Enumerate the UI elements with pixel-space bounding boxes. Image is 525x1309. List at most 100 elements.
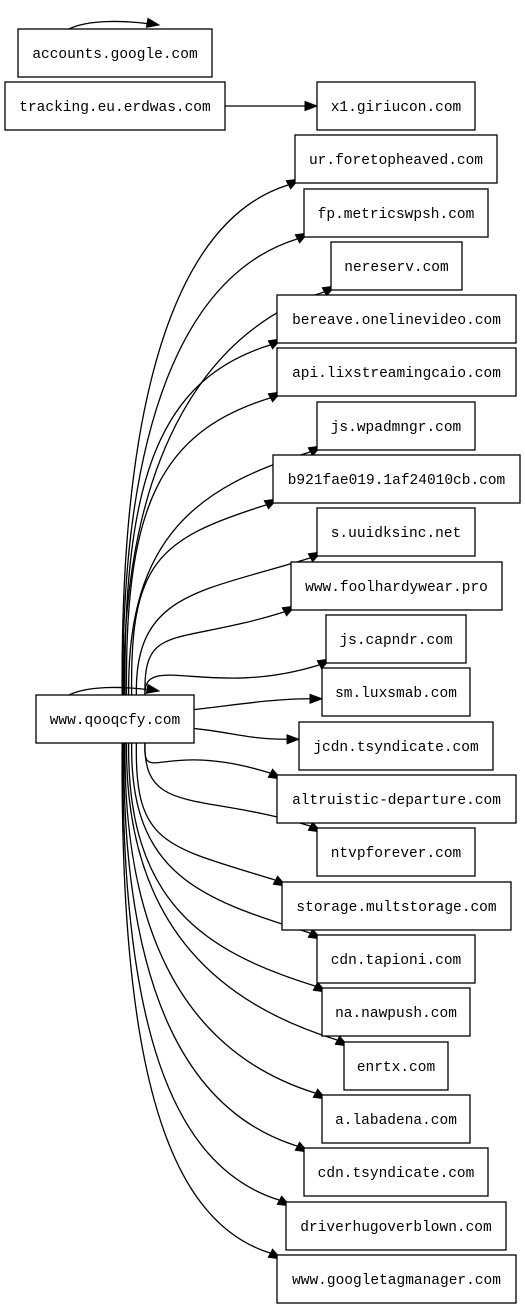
node-box (316, 827, 476, 877)
edge-line (193, 698, 311, 711)
node-cdn-tsyndicate[interactable]: cdn.tsyndicate.com (303, 1147, 489, 1197)
node-storage[interactable]: storage.multstorage.com (281, 881, 512, 931)
node-enrtx[interactable]: enrtx.com (343, 1041, 449, 1091)
node-js-wpadmngr[interactable]: js.wpadmngr.com (316, 401, 476, 451)
node-box (316, 507, 476, 557)
node-bereave[interactable]: bereave.onelinevideo.com (276, 294, 517, 344)
node-label: www.qooqcfy.com (50, 713, 181, 729)
edge-line (127, 451, 311, 696)
node-driverhugo[interactable]: driverhugoverblown.com (285, 1201, 507, 1251)
edge-line (123, 742, 298, 1147)
edge-arrowhead (145, 683, 161, 694)
edge-line (144, 742, 271, 774)
edge-arrowhead (309, 693, 324, 705)
edge-www-qooqcfy-to-altruistic (144, 742, 283, 780)
node-label: cdn.tsyndicate.com (318, 1166, 475, 1182)
edge-arrowhead (286, 734, 301, 745)
node-label: www.googletagmanager.com (292, 1273, 501, 1289)
edge-line (127, 742, 316, 987)
node-label: na.nawpush.com (335, 1006, 457, 1022)
edge-line (125, 742, 338, 1041)
node-js-capndr[interactable]: js.capndr.com (325, 614, 467, 664)
node-label: storage.multstorage.com (296, 900, 496, 916)
node-foolhardy[interactable]: www.foolhardywear.pro (290, 561, 503, 611)
node-api[interactable]: api.lixstreamingcaio.com (276, 347, 517, 397)
edge-www-qooqcfy-to-www-qooqcfy (68, 683, 161, 696)
edge-www-qooqcfy-to-jcdn (193, 727, 301, 745)
node-label: api.lixstreamingcaio.com (292, 366, 501, 382)
node-label: accounts.google.com (32, 47, 197, 63)
node-box (272, 454, 521, 504)
node-nereserv[interactable]: nereserv.com (330, 241, 463, 291)
node-cdn-tapioni[interactable]: cdn.tapioni.com (316, 934, 476, 984)
node-label: tracking.eu.erdwas.com (19, 100, 210, 116)
node-box (298, 721, 494, 771)
node-box (276, 294, 517, 344)
node-label: ntvpforever.com (331, 846, 462, 862)
node-sm-luxsmab[interactable]: sm.luxsmab.com (321, 667, 471, 717)
node-box (4, 81, 226, 131)
node-altruistic[interactable]: altruistic-departure.com (276, 774, 517, 824)
node-label: b921fae019.1af24010cb.com (288, 473, 506, 489)
node-label: jcdn.tsyndicate.com (313, 740, 478, 756)
node-box (281, 881, 512, 931)
node-labadena[interactable]: a.labadena.com (321, 1094, 471, 1144)
edge-line (121, 184, 289, 696)
edge-accounts-to-accounts (68, 17, 161, 30)
node-box (276, 774, 517, 824)
node-tracking[interactable]: tracking.eu.erdwas.com (4, 81, 226, 131)
edge-line (68, 20, 152, 30)
edge-line (130, 504, 267, 696)
edge-line (144, 742, 311, 827)
node-label: ur.foretopheaved.com (309, 153, 483, 169)
node-box (294, 134, 498, 184)
node-box (276, 1254, 517, 1304)
node-label: js.wpadmngr.com (331, 420, 462, 436)
edge-line (131, 742, 311, 934)
edge-line (122, 238, 298, 696)
node-box (35, 694, 195, 744)
edge-line (144, 611, 285, 696)
node-box (290, 561, 503, 611)
node-label: enrtx.com (357, 1060, 435, 1076)
node-ntvpforever[interactable]: ntvpforever.com (316, 827, 476, 877)
node-box (303, 1147, 489, 1197)
node-label: s.uuidksinc.net (331, 526, 462, 542)
node-box (316, 934, 476, 984)
edge-www-qooqcfy-to-b921 (130, 498, 279, 696)
node-box (316, 401, 476, 451)
edge-line (125, 397, 271, 696)
node-gtm[interactable]: www.googletagmanager.com (276, 1254, 517, 1304)
node-box (321, 987, 471, 1037)
node-na-nawpush[interactable]: na.nawpush.com (321, 987, 471, 1037)
edge-line (122, 742, 280, 1201)
edge-arrowhead (304, 100, 319, 112)
node-www-qooqcfy[interactable]: www.qooqcfy.com (35, 694, 195, 744)
node-box (330, 241, 463, 291)
edge-line (193, 727, 288, 740)
node-ur[interactable]: ur.foretopheaved.com (294, 134, 498, 184)
node-box (325, 614, 467, 664)
node-accounts[interactable]: accounts.google.com (17, 28, 213, 78)
node-label: a.labadena.com (335, 1113, 457, 1129)
node-label: fp.metricswpsh.com (318, 207, 475, 223)
node-label: cdn.tapioni.com (331, 953, 462, 969)
edge-www-qooqcfy-to-foolhardy (144, 605, 297, 696)
edge-line (124, 742, 316, 1094)
node-layer: accounts.google.com tracking.eu.erdwas.co… (4, 28, 521, 1304)
node-jcdn[interactable]: jcdn.tsyndicate.com (298, 721, 494, 771)
node-s-uuidksinc[interactable]: s.uuidksinc.net (316, 507, 476, 557)
edge-tracking-to-x1 (225, 100, 319, 112)
edge-www-qooqcfy-to-js-capndr (144, 658, 332, 696)
node-label: bereave.onelinevideo.com (292, 313, 501, 329)
edge-arrowhead (145, 17, 161, 28)
node-fp[interactable]: fp.metricswpsh.com (303, 188, 489, 238)
node-box (285, 1201, 507, 1251)
edge-www-qooqcfy-to-sm-luxsmab (193, 693, 324, 711)
node-label: js.capndr.com (339, 633, 452, 649)
node-x1[interactable]: x1.giriucon.com (316, 81, 476, 131)
edge-line (124, 344, 271, 696)
node-b921[interactable]: b921fae019.1af24010cb.com (272, 454, 521, 504)
edge-line (121, 742, 271, 1254)
